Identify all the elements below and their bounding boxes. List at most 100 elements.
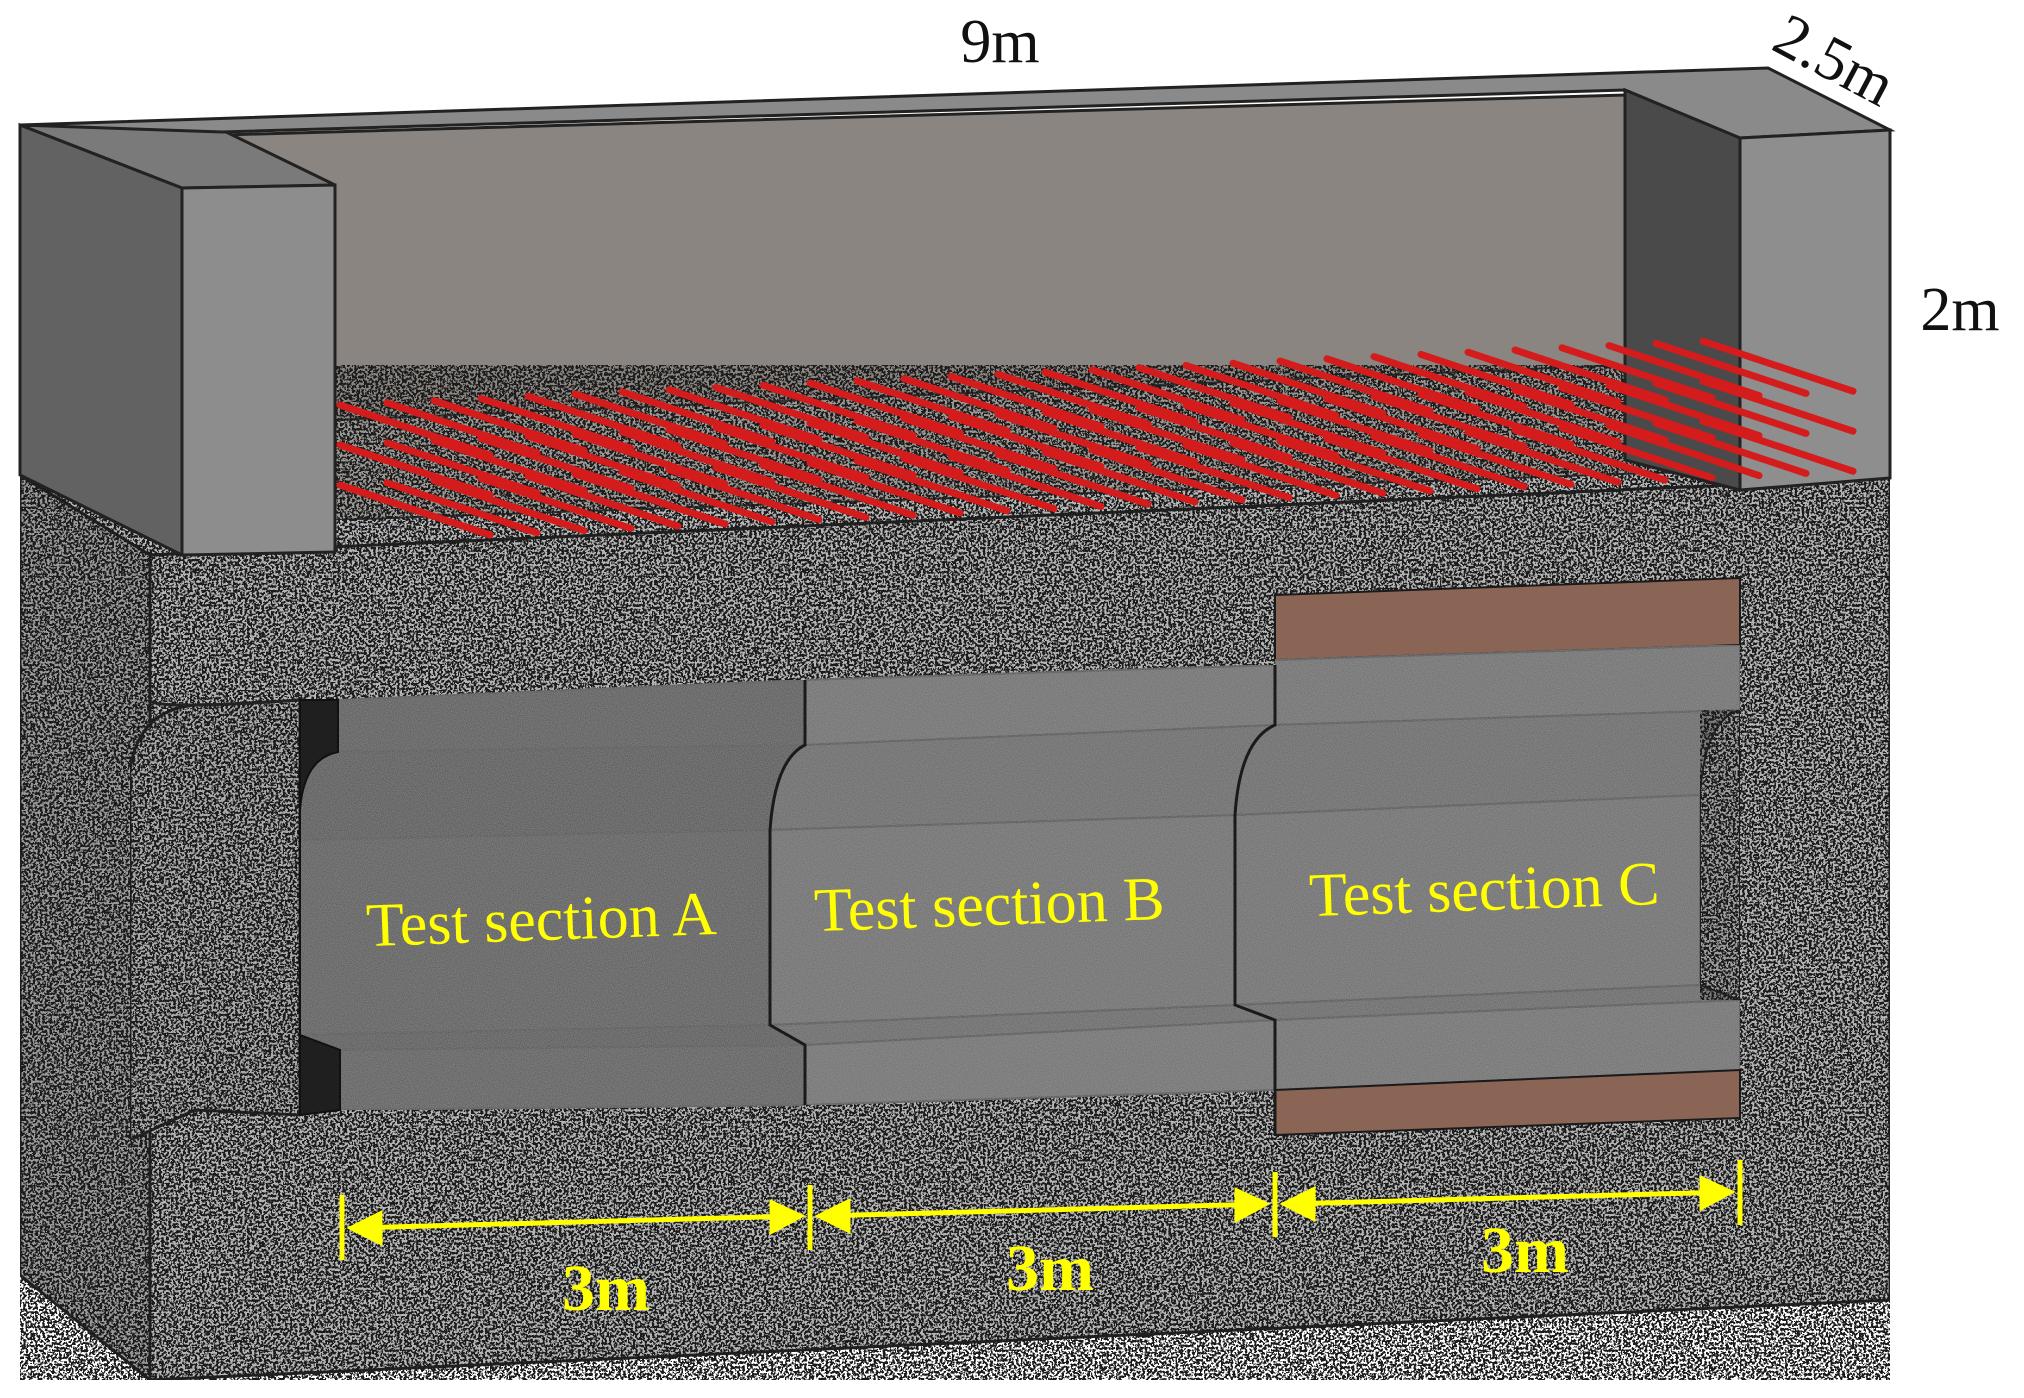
arrow-c-line bbox=[1284, 1189, 1731, 1207]
anchor-bar bbox=[336, 481, 494, 539]
anchor-bar bbox=[1417, 430, 1575, 488]
anchor-bar bbox=[1652, 379, 1810, 437]
anchor-bar bbox=[1370, 433, 1528, 491]
anchor-bar bbox=[618, 468, 776, 526]
anchor-bar bbox=[1511, 386, 1669, 444]
anchor-bar bbox=[994, 450, 1152, 508]
anchor-bar bbox=[1699, 417, 1857, 475]
anchor-bar bbox=[1276, 397, 1434, 455]
anchor-bar bbox=[806, 379, 964, 437]
anchor-bar bbox=[1558, 384, 1716, 442]
anchor-bar bbox=[665, 426, 823, 484]
tunnel bbox=[128, 576, 1741, 1143]
anchor-bar bbox=[947, 452, 1105, 510]
anchor-bar bbox=[1276, 437, 1434, 495]
anchor-bar bbox=[336, 401, 494, 459]
anchor-bar bbox=[759, 381, 917, 439]
length-markers bbox=[339, 1160, 1743, 1260]
arrow-b-head-right bbox=[1234, 1187, 1271, 1224]
anchor-bar bbox=[1370, 393, 1528, 451]
arrow-b-line bbox=[819, 1201, 1266, 1219]
anchor-bar bbox=[383, 479, 541, 537]
anchor-bar bbox=[665, 386, 823, 444]
section-c-end-face bbox=[1699, 708, 1741, 1002]
anchor-bar bbox=[712, 463, 870, 521]
section-c-label: Test section C bbox=[1308, 850, 1661, 930]
anchor-bar bbox=[1276, 357, 1434, 415]
anchor-bar bbox=[1229, 399, 1387, 457]
height-dimension-label: 2m bbox=[1920, 276, 1999, 344]
anchor-bar bbox=[1182, 441, 1340, 499]
length-dimension-label: 9m bbox=[960, 8, 1039, 76]
anchor-bar bbox=[524, 392, 682, 450]
upper-trench bbox=[18, 66, 1896, 558]
anchor-bar bbox=[1464, 348, 1622, 406]
right-wall-front bbox=[1738, 128, 1892, 492]
anchor-bar bbox=[1323, 355, 1481, 413]
anchor-bar bbox=[430, 397, 588, 455]
anchor-bar bbox=[477, 394, 635, 452]
section-c-length-label: 3m bbox=[1481, 1214, 1569, 1287]
anchor-bar bbox=[1323, 395, 1481, 453]
tunnel-opening-left-side bbox=[128, 698, 302, 1143]
section-b-label: Test section B bbox=[813, 865, 1166, 945]
anchor-bar bbox=[1558, 424, 1716, 482]
anchor-bar bbox=[900, 415, 1058, 473]
anchor-bar bbox=[618, 428, 776, 486]
divider-ab bbox=[768, 680, 807, 1105]
anchor-bar bbox=[1464, 388, 1622, 446]
anchor-bar bbox=[712, 423, 870, 481]
anchor-bar bbox=[1558, 344, 1716, 402]
anchor-bar bbox=[1652, 419, 1810, 477]
anchor-bar bbox=[1511, 426, 1669, 484]
tunnel-opening-left-face bbox=[148, 698, 301, 707]
anchor-bar bbox=[712, 383, 870, 441]
section-a-bottom bbox=[339, 1043, 806, 1112]
anchor-bar bbox=[1511, 346, 1669, 404]
arrow-b-head-left bbox=[814, 1197, 851, 1235]
arrow-a-line bbox=[351, 1213, 801, 1231]
anchor-bar bbox=[994, 410, 1152, 468]
section-b-length-label: 3m bbox=[1006, 1232, 1094, 1305]
anchor-bar bbox=[1417, 390, 1575, 448]
anchor-bar bbox=[430, 477, 588, 535]
anchor-bar bbox=[1699, 377, 1857, 435]
anchor-bar bbox=[947, 372, 1105, 430]
anchor-bar bbox=[1088, 406, 1246, 464]
anchor-bar bbox=[571, 390, 729, 448]
anchor-bar bbox=[759, 461, 917, 519]
anchor-bar bbox=[1229, 359, 1387, 417]
anchor-bar bbox=[900, 375, 1058, 433]
anchor-bar bbox=[1464, 428, 1622, 486]
anchor-bar bbox=[1605, 422, 1763, 480]
arrow-c-head-left bbox=[1279, 1185, 1316, 1223]
arrow-a-head-left bbox=[346, 1209, 383, 1247]
anchor-bar bbox=[665, 466, 823, 524]
anchor-bar bbox=[571, 470, 729, 528]
anchor-bar bbox=[1229, 439, 1387, 497]
anchor-bar bbox=[1605, 382, 1763, 440]
section-a-length-label: 3m bbox=[562, 1252, 650, 1325]
anchor-bar bbox=[336, 441, 494, 499]
anchor-bar bbox=[806, 459, 964, 517]
anchor-bar bbox=[806, 419, 964, 477]
length-labels: 3m 3m 3m bbox=[562, 1214, 1569, 1325]
anchor-bar bbox=[1041, 408, 1199, 466]
anchor-bar bbox=[853, 457, 1011, 515]
anchor-bar bbox=[618, 388, 776, 446]
arrow-a-head-right bbox=[769, 1199, 806, 1236]
anchor-bar bbox=[853, 417, 1011, 475]
section-a-edge bbox=[298, 699, 341, 1117]
anchor-bar bbox=[1699, 337, 1857, 395]
anchor-bar bbox=[383, 399, 541, 457]
anchor-bar bbox=[1041, 368, 1199, 426]
anchor-bar bbox=[900, 455, 1058, 513]
left-wall-front bbox=[180, 183, 337, 557]
anchor-bar bbox=[477, 474, 635, 532]
anchor-bar bbox=[1605, 342, 1763, 400]
anchor-bar bbox=[1370, 353, 1528, 411]
anchor-bar bbox=[1182, 401, 1340, 459]
anchor-bar bbox=[759, 421, 917, 479]
anchor-bar bbox=[1088, 446, 1246, 504]
